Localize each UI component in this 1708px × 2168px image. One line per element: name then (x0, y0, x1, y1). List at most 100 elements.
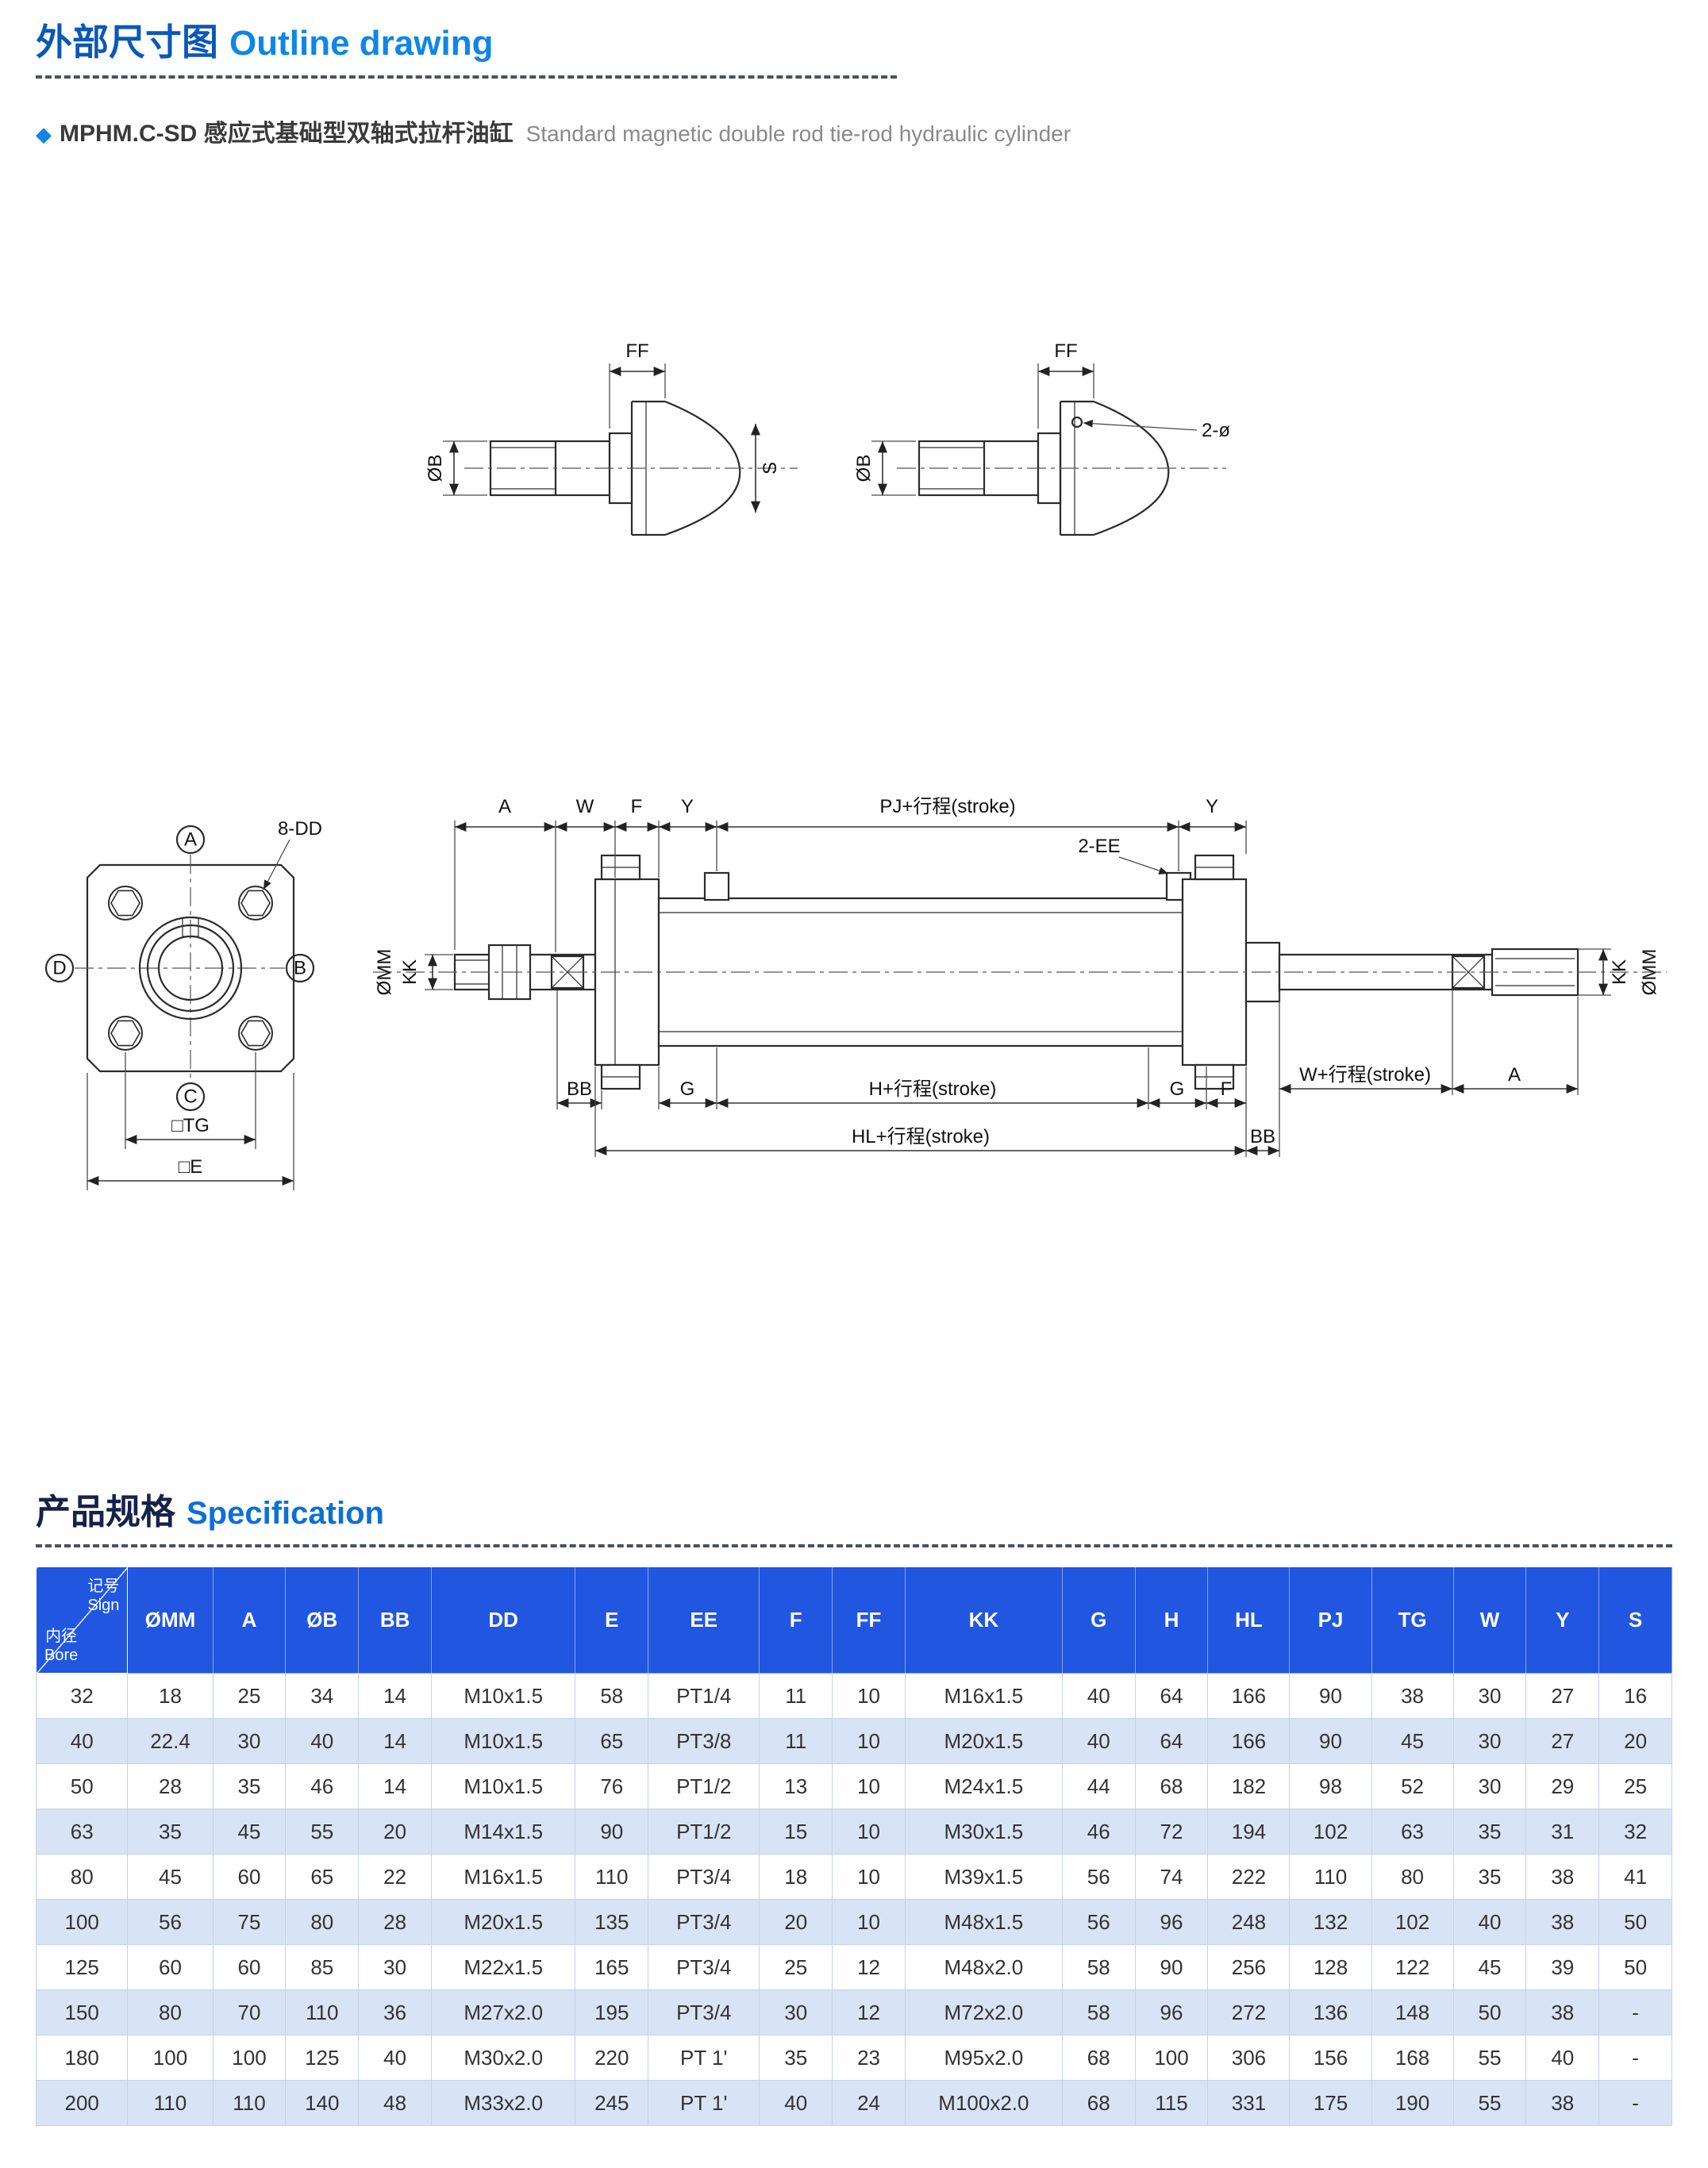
dim-label-s: S (760, 462, 781, 475)
view-label-a: A (184, 829, 197, 851)
value-cell: 96 (1134, 1989, 1209, 2036)
page-title-en: Outline drawing (229, 24, 494, 63)
value-cell: 90 (1289, 1718, 1372, 1765)
value-cell: 30 (212, 1718, 287, 1765)
value-cell: 30 (1452, 1763, 1527, 1810)
value-cell: 68 (1061, 2080, 1136, 2127)
value-cell: 222 (1207, 1854, 1291, 1901)
dim-label-ff-right: FF (1054, 340, 1077, 362)
value-cell: 98 (1289, 1763, 1372, 1810)
value-cell: 140 (285, 2080, 360, 2127)
value-cell: 38 (1371, 1673, 1454, 1720)
value-cell: 58 (1061, 1944, 1136, 1991)
value-cell: 40 (1452, 1899, 1527, 1946)
value-cell: 115 (1134, 2080, 1209, 2127)
value-cell: 36 (358, 1989, 433, 2036)
value-cell: 38 (1525, 1899, 1600, 1946)
value-cell: 35 (127, 1809, 213, 1855)
value-cell: 50 (1598, 1899, 1672, 1946)
value-cell: 50 (1452, 1989, 1527, 2036)
dim-label-tg: □TG (171, 1115, 210, 1136)
value-cell: 90 (575, 1809, 649, 1855)
value-cell: 76 (575, 1763, 649, 1810)
value-cell: 23 (832, 2035, 906, 2082)
product-subtitle: ◆ MPHM.C-SD 感应式基础型双轴式拉杆油缸 Standard magne… (36, 113, 1672, 148)
dim-label-f: F (631, 796, 643, 817)
outline-drawing: FF ØB S FF (44, 340, 1667, 1190)
value-cell: 10 (832, 1854, 906, 1901)
dim-label-ob-left: ØB (425, 455, 446, 482)
value-cell: 39 (1525, 1944, 1600, 1991)
value-cell: 132 (1289, 1899, 1372, 1946)
value-cell: M10x1.5 (431, 1763, 576, 1810)
bore-cell: 200 (35, 2080, 129, 2127)
value-cell: 65 (285, 1854, 360, 1901)
value-cell: M30x1.5 (904, 1809, 1063, 1855)
bore-cell: 63 (35, 1809, 129, 1855)
value-cell: 20 (358, 1809, 433, 1855)
dim-label-y-right: Y (1206, 796, 1218, 817)
column-header-ee: EE (648, 1566, 760, 1674)
value-cell: 195 (575, 1989, 649, 2036)
value-cell: M95x2.0 (904, 2035, 1063, 2082)
model-description: Standard magnetic double rod tie-rod hyd… (525, 121, 1071, 147)
value-cell: 29 (1525, 1763, 1600, 1810)
value-cell: 64 (1134, 1673, 1209, 1720)
dim-label-kk-left: KK (399, 959, 421, 985)
column-header-s: S (1598, 1566, 1672, 1674)
value-cell: 28 (358, 1899, 433, 1946)
column-header-bb: BB (358, 1566, 433, 1674)
dim-label-g-right: G (1170, 1078, 1185, 1100)
value-cell: PT3/4 (648, 1899, 760, 1946)
dim-label-pj-stroke: PJ+行程(stroke) (879, 796, 1015, 817)
value-cell: 45 (1371, 1718, 1454, 1765)
column-header-b: ØB (285, 1566, 360, 1674)
value-cell: 25 (212, 1673, 287, 1720)
dim-label-ff-left: FF (625, 340, 648, 362)
value-cell: 68 (1061, 2035, 1136, 2082)
dim-label-omm-right: ØMM (1639, 949, 1660, 996)
spec-title-zh: 产品规格 (36, 1493, 175, 1532)
value-cell: 16 (1598, 1673, 1672, 1720)
flange-end-view: A B C D 8-DD □TG □E (44, 818, 322, 1190)
corner-bore-en: Bore (44, 1647, 79, 1665)
value-cell: PT3/4 (648, 1854, 760, 1901)
value-cell: M20x1.5 (904, 1718, 1063, 1765)
value-cell: M16x1.5 (904, 1673, 1063, 1720)
column-header-hl: HL (1207, 1566, 1291, 1674)
dim-label-8dd: 8-DD (278, 818, 322, 840)
value-cell: 90 (1289, 1673, 1372, 1720)
column-header-ff: FF (832, 1566, 906, 1674)
value-cell: 11 (759, 1673, 833, 1720)
value-cell: 58 (1061, 1989, 1136, 2036)
value-cell: 38 (1525, 1989, 1600, 2036)
column-header-e: E (575, 1566, 649, 1674)
dim-label-2ee: 2-EE (1078, 836, 1120, 857)
value-cell: 30 (1452, 1673, 1527, 1720)
value-cell: 46 (1061, 1809, 1136, 1855)
value-cell: 38 (1525, 2080, 1600, 2127)
value-cell: 46 (285, 1763, 360, 1810)
value-cell: 65 (575, 1718, 649, 1765)
value-cell: 30 (1452, 1718, 1527, 1765)
value-cell: 135 (575, 1899, 649, 1946)
corner-sign-en: Sign (87, 1597, 120, 1615)
value-cell: 45 (1452, 1944, 1527, 1991)
column-header-pj: PJ (1289, 1566, 1372, 1674)
value-cell: 35 (759, 2035, 833, 2082)
value-cell: 220 (575, 2035, 649, 2082)
value-cell: 128 (1289, 1944, 1372, 1991)
dim-label-f-right: F (1221, 1078, 1233, 1100)
value-cell: 12 (832, 1944, 906, 1991)
value-cell: 68 (1134, 1763, 1209, 1810)
value-cell: 100 (212, 2035, 287, 2082)
